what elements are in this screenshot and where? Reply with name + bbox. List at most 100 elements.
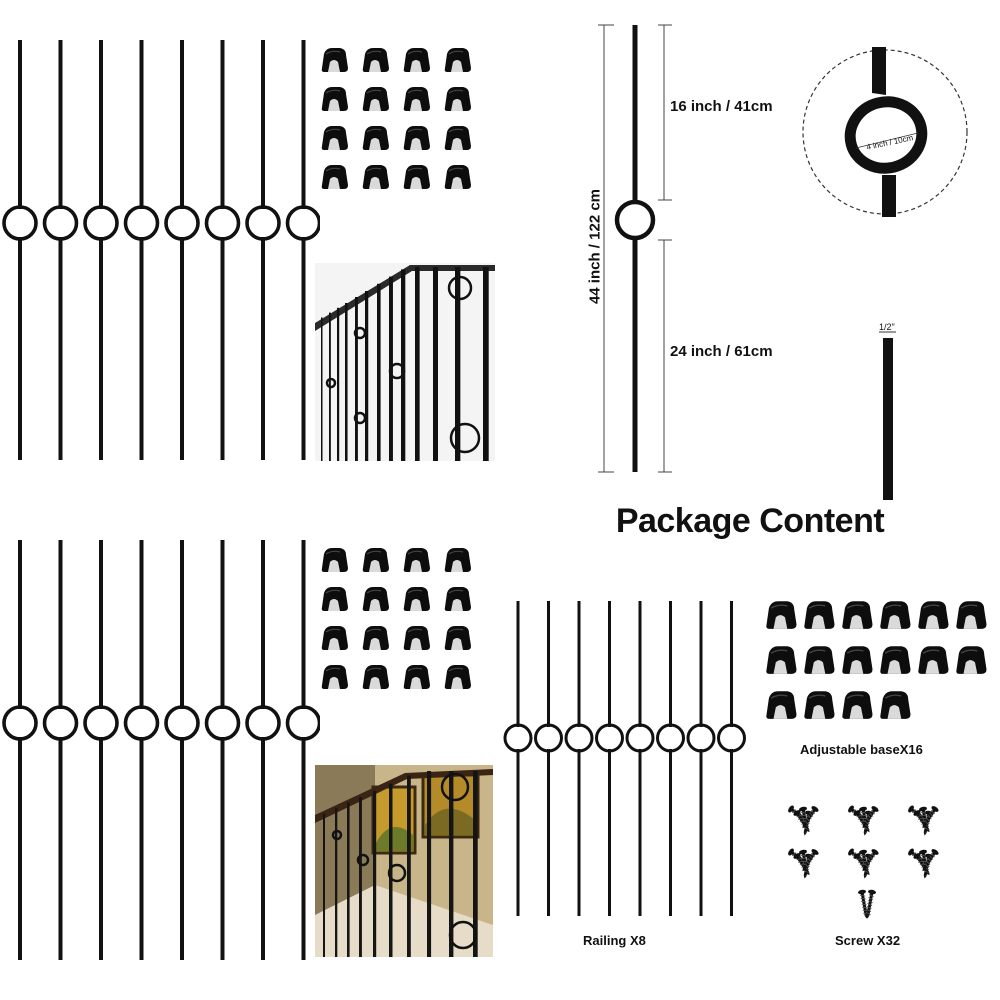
railing-3 [564,601,594,916]
adjustable-base-set [758,595,993,730]
photo-top-baluster-9 [401,269,406,461]
adjustable-base-12 [956,646,987,674]
photo-top-ring-2 [353,326,367,340]
screw-25 [862,849,879,872]
shoe-bases-top-image [321,48,471,189]
baluster-bottom-8 [285,540,320,960]
photo-top-ring-3 [353,411,367,425]
baluster-bottom-1 [2,540,38,960]
adjustable-base-16 [880,691,911,719]
shoe-base-bottom-11 [403,626,430,650]
baluster-top-2 [42,40,79,460]
screw-set-drawing [788,805,939,919]
screw-20 [802,849,819,872]
shoe-base-bottom-8 [444,587,471,611]
closeup-diameter-line [855,132,919,149]
baluster-bottom-5 [164,540,200,960]
installed-railing-photo-bottom [315,765,493,957]
shoe-base-bottom-4 [444,548,471,572]
baluster-top-1 [2,40,38,460]
railing-5 [625,601,655,916]
shoe-base-top-10 [362,126,389,150]
baluster-dimension-drawing [598,24,672,473]
photo-top-baluster-13 [483,267,489,461]
photo-top-ring-6 [449,422,481,454]
shoe-base-bottom-3 [403,548,430,572]
photo-top-ring-1 [325,377,337,389]
railing-1 [503,601,533,916]
shoe-base-top-8 [444,87,471,111]
shoe-base-top-9 [321,126,348,150]
shoe-base-bottom-14 [362,665,389,689]
shoe-base-top-16 [444,165,471,189]
railing-set-drawing [503,601,746,916]
screw-caption: Screw X32 [835,933,901,948]
adjustable-base-13 [766,691,797,719]
lower-length-label: 24 inch / 61cm [670,343,773,360]
balusters-group-top [0,35,320,465]
shoe-bases-bottom-image [321,548,471,689]
baluster-bottom-3 [83,540,119,960]
adjustable-base-8 [804,646,835,674]
photo-top-baluster-4 [345,303,348,461]
photo-bottom-ring-5 [448,920,478,950]
photo-bottom-ring-3 [387,863,407,883]
staircase-photo-top [315,263,495,461]
closeup-upper-bar [872,47,886,95]
shoe-base-bottom-16 [444,665,471,689]
adjustable-base-14 [804,691,835,719]
railing-8 [717,601,746,916]
photo-top-ring-5 [447,275,473,301]
adjustable-base-5 [918,601,949,629]
shoe-base-bottom-7 [403,587,430,611]
baluster-top-5 [164,40,200,460]
photo-top-baluster-11 [433,267,438,461]
balusters-bottom-image [2,540,320,960]
adjustable-base-15 [842,691,873,719]
adjustable-base-caption: Adjustable baseX16 [800,742,923,757]
screw-5 [802,806,819,829]
shoe-base-top-3 [403,48,430,72]
diagram-baluster [614,25,656,472]
shoe-base-bottom-9 [321,626,348,650]
railing-2 [534,601,563,916]
photo-bottom-baluster-8 [427,771,432,957]
closeup-lower-bar [882,175,896,217]
adjustable-base-2 [804,601,835,629]
railing-6 [656,601,685,916]
adjustable-base-10 [880,646,911,674]
photo-top-baluster-5 [355,297,358,461]
shoe-base-top-7 [403,87,430,111]
bar-segment [883,338,893,500]
shoe-base-bottom-10 [362,626,389,650]
baluster-top-4 [123,40,160,460]
shoe-base-top-12 [444,126,471,150]
staircase-photo-bottom [315,765,493,957]
photo-top-ring-4 [388,362,406,380]
adjustable-base-4 [880,601,911,629]
baluster-top-7 [245,40,281,460]
ring-closeup-drawing [802,47,968,217]
shoe-base-top-13 [321,165,348,189]
screw-31 [858,889,869,919]
photo-bottom-baluster-3 [347,802,350,957]
screw-set [780,800,960,925]
railing-set [500,598,750,918]
balusters-group-bottom [0,535,320,965]
baluster-bottom-7 [245,540,281,960]
photo-top-baluster-3 [337,307,340,461]
screw-30 [922,849,939,872]
photo-top-baluster-12 [455,267,461,461]
adjustable-base-9 [842,646,873,674]
shoe-base-bottom-2 [362,548,389,572]
photo-bottom-baluster-5 [373,790,377,957]
photo-bottom-ring-2 [356,853,370,867]
adjustable-base-7 [766,646,797,674]
photo-bottom-baluster-4 [359,797,362,957]
shoe-base-bottom-13 [321,665,348,689]
installed-railing-photo-top [315,263,495,461]
shoe-base-bottom-6 [362,587,389,611]
shoe-bases-grid-top [314,42,484,202]
shoe-base-bottom-12 [444,626,471,650]
photo-bottom-baluster-7 [407,775,411,957]
